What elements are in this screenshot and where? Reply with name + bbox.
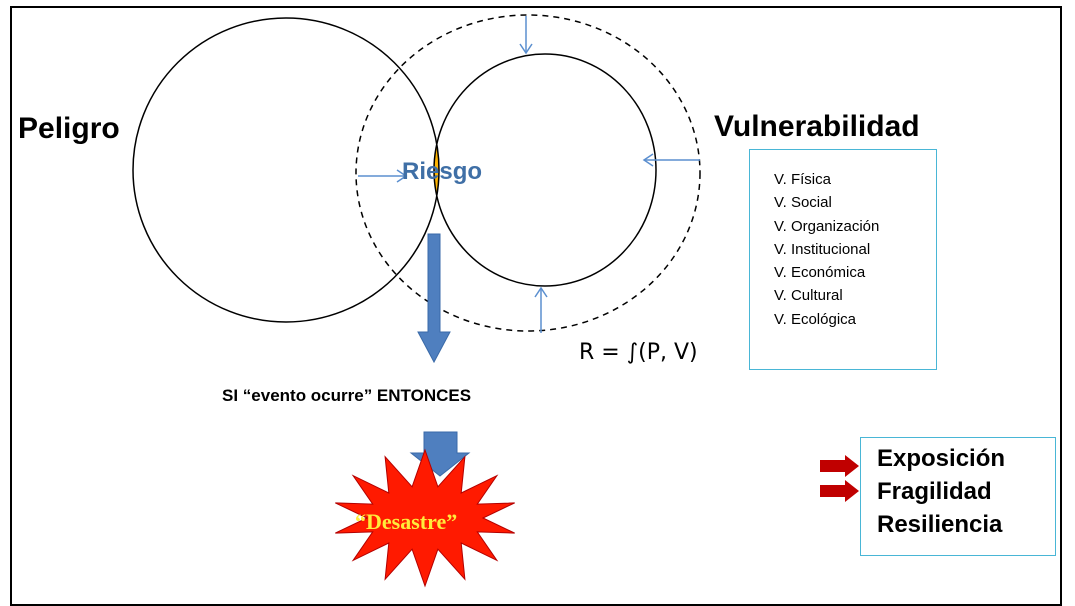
desastre-label: “Desastre”	[355, 509, 458, 534]
down-arrow-icon	[417, 233, 451, 364]
list-item: V. Social	[774, 194, 832, 212]
list-item: V. Organización	[774, 217, 880, 235]
factor-resiliencia: Resiliencia	[877, 511, 1003, 538]
vulnerability-types-box: V. Física V. Social V. Organización V. I…	[749, 149, 937, 370]
list-item: V. Económica	[774, 264, 866, 282]
list-item: V. Ecológica	[774, 310, 857, 328]
riesgo-label: Riesgo	[402, 158, 483, 185]
exposicion-arrow-icon	[820, 455, 859, 477]
list-item: V. Cultural	[774, 287, 843, 305]
peligro-label: Peligro	[18, 112, 120, 145]
vulnerabilidad-label: Vulnerabilidad	[714, 110, 920, 143]
condition-text: SI “evento ocurre” ENTONCES	[222, 386, 472, 405]
factors-box: Exposición Fragilidad Resiliencia	[860, 437, 1056, 556]
down-arrow-short-icon	[409, 431, 471, 477]
vulnerability-types-list: V. Física V. Social V. Organización V. I…	[750, 150, 936, 331]
risk-formula: R = ∫(P, V)	[579, 340, 698, 365]
fragilidad-arrow-icon	[820, 480, 859, 502]
thin-arrows	[358, 16, 700, 333]
vulnerabilidad-circle	[433, 53, 657, 287]
list-item: V. Institucional	[774, 240, 871, 258]
factor-exposicion: Exposición	[877, 445, 1006, 472]
list-item: V. Física	[774, 171, 831, 188]
peligro-circle	[132, 17, 440, 323]
factor-fragilidad: Fragilidad	[877, 478, 992, 505]
vulnerabilidad-dashed-circle	[355, 14, 701, 332]
starburst-explosion	[335, 448, 515, 588]
factors-list: Exposición Fragilidad Resiliencia	[861, 438, 1055, 541]
